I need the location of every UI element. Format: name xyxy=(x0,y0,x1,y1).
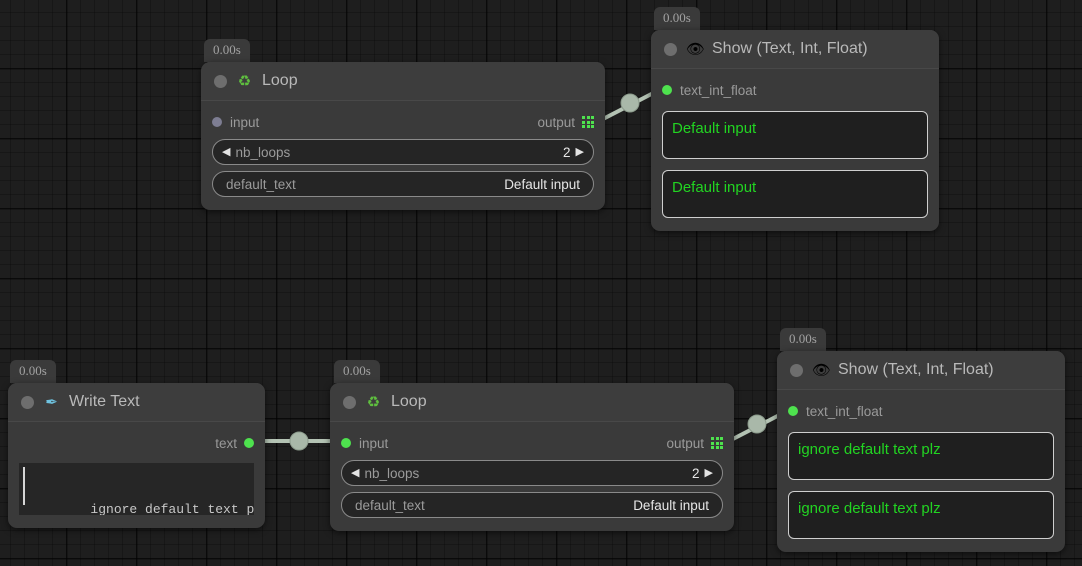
text-input-area[interactable]: ignore default text plz xyxy=(19,463,254,515)
stepper-decrement-icon[interactable]: ◀ xyxy=(222,145,231,158)
recycle-icon: ♻ xyxy=(366,393,381,411)
stepper-increment-icon[interactable]: ▶ xyxy=(704,466,713,479)
recycle-icon: ♻ xyxy=(237,72,252,90)
input-port-label: input xyxy=(359,435,389,451)
node-show-top[interactable]: 👁 Show (Text, Int, Float) text_int_float… xyxy=(651,30,939,231)
widget-nb-loops-stepper[interactable]: ◀ nb_loops 2 ▶ xyxy=(341,460,723,486)
port-row: text xyxy=(19,433,254,453)
widget-label: default_text xyxy=(355,497,425,513)
node-body: input output ◀ nb_loops 2 ▶ default_text… xyxy=(330,422,734,531)
node-status-dot[interactable] xyxy=(343,395,356,409)
output-value-box: Default input xyxy=(662,170,928,218)
input-port-dot[interactable] xyxy=(662,85,672,95)
widget-label: nb_loops xyxy=(235,144,291,160)
node-title: Loop xyxy=(262,72,298,89)
node-status-dot[interactable] xyxy=(214,74,227,88)
timestamp-badge-show-top: 0.00s xyxy=(654,7,700,30)
input-port-label: text_int_float xyxy=(806,403,883,419)
node-title: Show (Text, Int, Float) xyxy=(712,40,868,57)
node-header[interactable]: ♻ Loop xyxy=(330,383,734,422)
output-port-dot[interactable] xyxy=(244,438,254,448)
widget-default-text[interactable]: default_text Default input xyxy=(341,492,723,518)
node-title: Loop xyxy=(391,393,427,410)
stepper-increment-icon[interactable]: ▶ xyxy=(575,145,584,158)
node-status-dot[interactable] xyxy=(664,42,677,56)
node-title: Write Text xyxy=(69,393,140,410)
widget-value: 2 xyxy=(692,465,700,481)
node-show-bottom[interactable]: 👁 Show (Text, Int, Float) text_int_float… xyxy=(777,351,1065,552)
port-row: input output xyxy=(341,433,723,453)
widget-label: nb_loops xyxy=(364,465,420,481)
eye-icon: 👁 xyxy=(686,40,706,58)
grid-3x3-icon[interactable] xyxy=(582,116,594,128)
widget-nb-loops-stepper[interactable]: ◀ nb_loops 2 ▶ xyxy=(212,139,594,165)
node-title: Show (Text, Int, Float) xyxy=(838,361,994,378)
timestamp-badge-show-bottom: 0.00s xyxy=(780,328,826,351)
port-row: input output xyxy=(212,112,594,132)
stepper-decrement-icon[interactable]: ◀ xyxy=(351,466,360,479)
output-port-label: output xyxy=(537,114,575,130)
wire-knot[interactable] xyxy=(620,93,640,113)
wire-knot[interactable] xyxy=(289,431,309,451)
node-header[interactable]: ✒ Write Text xyxy=(8,383,265,422)
node-header[interactable]: 👁 Show (Text, Int, Float) xyxy=(777,351,1065,390)
output-value-box: ignore default text plz xyxy=(788,491,1054,539)
widget-value: Default input xyxy=(504,176,580,192)
node-write-text[interactable]: ✒ Write Text text ignore default text pl… xyxy=(8,383,265,528)
node-header[interactable]: 👁 Show (Text, Int, Float) xyxy=(651,30,939,69)
port-row: text_int_float xyxy=(662,80,928,100)
output-value-box: ignore default text plz xyxy=(788,432,1054,480)
node-status-dot[interactable] xyxy=(21,395,34,409)
timestamp-badge-loop-bottom: 0.00s xyxy=(334,360,380,383)
node-loop-top[interactable]: ♻ Loop input output ◀ nb_loops 2 xyxy=(201,62,605,210)
node-header[interactable]: ♻ Loop xyxy=(201,62,605,101)
node-body: input output ◀ nb_loops 2 ▶ default_text… xyxy=(201,101,605,210)
timestamp-badge-write-text: 0.00s xyxy=(10,360,56,383)
text-input-value: ignore default text plz xyxy=(90,502,254,515)
input-port-dot[interactable] xyxy=(788,406,798,416)
text-cursor xyxy=(23,467,25,505)
output-port-label: output xyxy=(666,435,704,451)
eye-icon: 👁 xyxy=(812,361,832,379)
node-status-dot[interactable] xyxy=(790,363,803,377)
input-port-label: text_int_float xyxy=(680,82,757,98)
node-body: text_int_float ignore default text plz i… xyxy=(777,390,1065,552)
input-port-dot[interactable] xyxy=(341,438,351,448)
widget-value: Default input xyxy=(633,497,709,513)
widget-default-text[interactable]: default_text Default input xyxy=(212,171,594,197)
widget-value: 2 xyxy=(563,144,571,160)
node-body: text ignore default text plz xyxy=(8,422,265,528)
node-loop-bottom[interactable]: ♻ Loop input output ◀ nb_loops 2 xyxy=(330,383,734,531)
node-body: text_int_float Default input Default inp… xyxy=(651,69,939,231)
timestamp-badge-loop-top: 0.00s xyxy=(204,39,250,62)
input-port-dot[interactable] xyxy=(212,117,222,127)
output-port-label: text xyxy=(215,435,237,451)
grid-3x3-icon[interactable] xyxy=(711,437,723,449)
input-port-label: input xyxy=(230,114,260,130)
widget-label: default_text xyxy=(226,176,296,192)
output-value-box: Default input xyxy=(662,111,928,159)
wire-knot[interactable] xyxy=(747,414,767,434)
port-row: text_int_float xyxy=(788,401,1054,421)
pen-nib-icon: ✒ xyxy=(45,393,58,411)
